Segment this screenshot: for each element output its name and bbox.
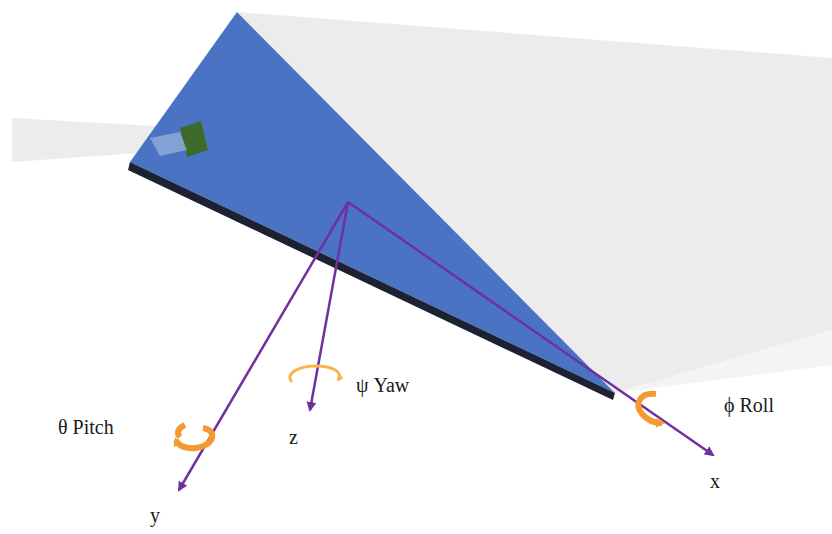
wing-edge [128, 162, 615, 400]
body-axes [179, 202, 713, 490]
axis-label: ϕ Roll [724, 394, 774, 416]
axis-label: ψ Yaw [356, 374, 409, 396]
axis-label: θ Pitch [58, 416, 114, 438]
yaw-rotation [290, 366, 340, 382]
axis-letter: x [710, 470, 720, 492]
axis-letter: z [289, 426, 298, 448]
green-marker [180, 121, 208, 157]
roll-rotation [638, 394, 662, 423]
pitch-rotation [178, 425, 185, 437]
axis-letter: y [150, 504, 160, 526]
shadow [615, 330, 832, 393]
light-beam [150, 132, 187, 156]
